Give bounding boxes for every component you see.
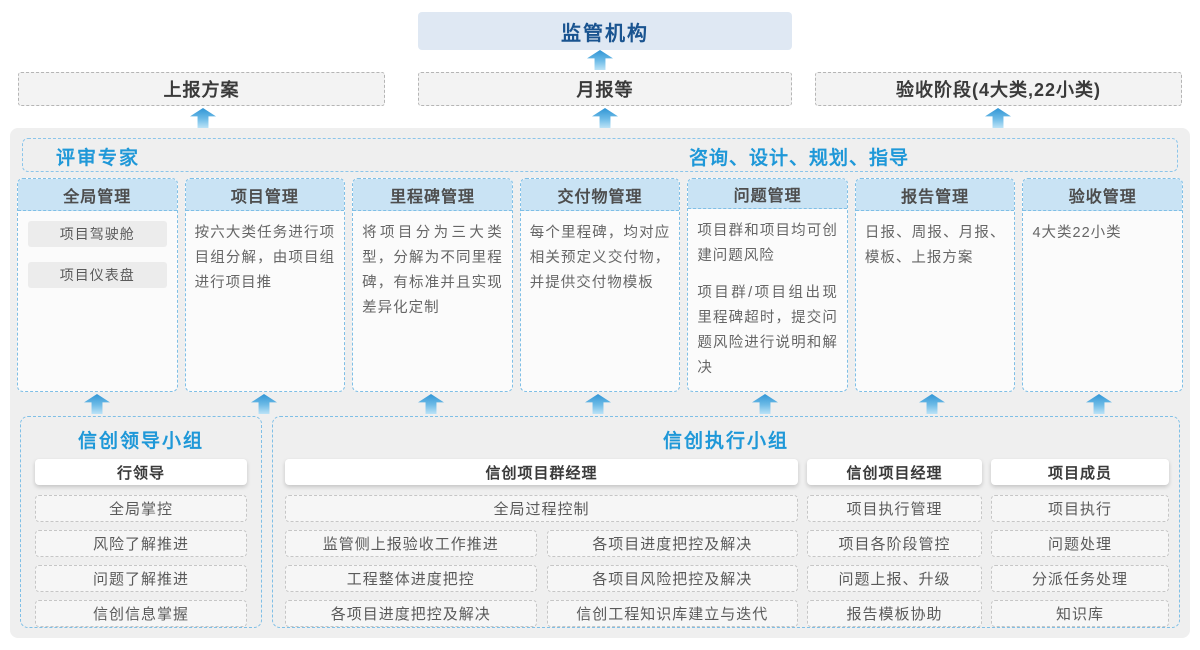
report-box-acceptance: 验收阶段(4大类,22小类) [815,72,1182,106]
chip-dashboard: 项目仪表盘 [28,262,167,288]
up-arrow-icon [418,394,444,414]
consulting-label: 咨询、设计、规划、指导 [689,148,910,169]
up-arrow-icon [985,108,1011,128]
capability-columns: 全局管理 项目驾驶舱 项目仪表盘 项目管理 按六大类任务进行项目组分解，由项目组… [10,178,1190,392]
pm-task: 报告模板协助 [807,600,982,627]
up-arrow-icon [587,50,613,70]
column-global-mgmt: 全局管理 项目驾驶舱 项目仪表盘 [17,178,178,392]
up-arrow-icon [592,108,618,128]
column-description: 日报、周报、月报、模板、上报方案 [864,225,1006,266]
project-manager-column: 信创项目经理 项目执行管理 项目各阶段管控 问题上报、升级 报告模板协助 [807,459,982,627]
column-description: 项目群/项目组出现里程碑超时，提交问题风险进行说明和解决 [697,285,838,377]
column-description: 4大类22小类 [1032,225,1122,241]
leader-group: 信创领导小组 行领导 全局掌控 风险了解推进 问题了解推进 信创信息掌握 [20,416,262,628]
review-experts-label: 评审专家 [56,148,141,169]
member-task: 知识库 [991,600,1169,627]
report-box-monthly: 月报等 [418,72,792,106]
column-title: 报告管理 [855,179,1015,211]
pgm-task: 各项目进度把控及解决 [285,600,537,627]
column-description: 项目群和项目均可创建问题风险 [697,223,838,265]
member-task: 分派任务处理 [991,565,1169,592]
column-issue-mgmt: 问题管理 项目群和项目均可创建问题风险 项目群/项目组出现里程碑超时，提交问题风… [687,178,848,392]
column-description: 每个里程碑，均对应相关预定义交付物，并提供交付物模板 [529,225,671,291]
platform-container: 评审专家 咨询、设计、规划、指导 全局管理 项目驾驶舱 项目仪表盘 项目管理 按… [10,128,1190,638]
execution-group: 信创执行小组 信创项目群经理 全局过程控制 监管侧上报验收工作推进 各项目进度把… [272,416,1180,628]
column-description: 按六大类任务进行项目组分解，由项目组进行项目推 [194,225,336,291]
up-arrow-icon [752,394,778,414]
column-title: 验收管理 [1023,179,1183,211]
leader-task: 问题了解推进 [35,565,247,592]
up-arrow-icon [585,394,611,414]
column-title: 里程碑管理 [353,179,512,211]
column-milestone-mgmt: 里程碑管理 将项目分为三大类型，分解为不同里程碑，有标准并且实现差异化定制 [352,178,513,392]
column-description: 将项目分为三大类型，分解为不同里程碑，有标准并且实现差异化定制 [362,225,503,316]
up-arrow-icon [84,394,110,414]
pgm-task: 监管侧上报验收工作推进 [285,530,537,557]
regulator-box: 监管机构 [418,12,792,50]
pgm-task: 信创工程知识库建立与迭代 [546,600,798,627]
chip-cockpit: 项目驾驶舱 [28,221,167,247]
project-member-column: 项目成员 项目执行 问题处理 分派任务处理 知识库 [991,459,1169,627]
execution-group-title: 信创执行小组 [662,431,789,452]
pgm-task: 各项目风险把控及解决 [546,565,798,592]
program-manager-column: 信创项目群经理 全局过程控制 监管侧上报验收工作推进 各项目进度把控及解决 工程… [285,459,798,627]
member-task: 问题处理 [991,530,1169,557]
up-arrow-icon [251,394,277,414]
pm-task: 项目执行管理 [807,495,982,522]
pgm-task: 各项目进度把控及解决 [546,530,798,557]
column-title: 全局管理 [18,179,177,211]
up-arrow-icon [190,108,216,128]
leader-group-title: 信创领导小组 [77,431,204,452]
role-program-manager: 信创项目群经理 [285,459,798,485]
report-box-plan: 上报方案 [18,72,385,106]
role-project-manager: 信创项目经理 [807,459,982,485]
column-acceptance-mgmt: 验收管理 4大类22小类 [1022,178,1184,392]
column-deliverable-mgmt: 交付物管理 每个里程碑，均对应相关预定义交付物，并提供交付物模板 [519,178,681,392]
leader-task: 信创信息掌握 [35,600,247,627]
role-project-member: 项目成员 [991,459,1169,485]
pm-task: 问题上报、升级 [807,565,982,592]
column-report-mgmt: 报告管理 日报、周报、月报、模板、上报方案 [854,178,1016,392]
pgm-task: 工程整体进度把控 [285,565,537,592]
up-arrow-icon [919,394,945,414]
leader-task: 全局掌控 [35,495,247,522]
column-title: 交付物管理 [520,179,680,211]
pgm-task: 全局过程控制 [285,495,798,522]
member-task: 项目执行 [991,495,1169,522]
column-project-mgmt: 项目管理 按六大类任务进行项目组分解，由项目组进行项目推 [184,178,346,392]
up-arrow-icon [1086,394,1112,414]
column-title: 项目管理 [185,179,345,211]
expert-header-bar: 评审专家 咨询、设计、规划、指导 [22,138,1178,172]
pm-task: 项目各阶段管控 [807,530,982,557]
role-bank-leader: 行领导 [35,459,247,485]
column-title: 问题管理 [688,179,847,210]
leader-task: 风险了解推进 [35,530,247,557]
